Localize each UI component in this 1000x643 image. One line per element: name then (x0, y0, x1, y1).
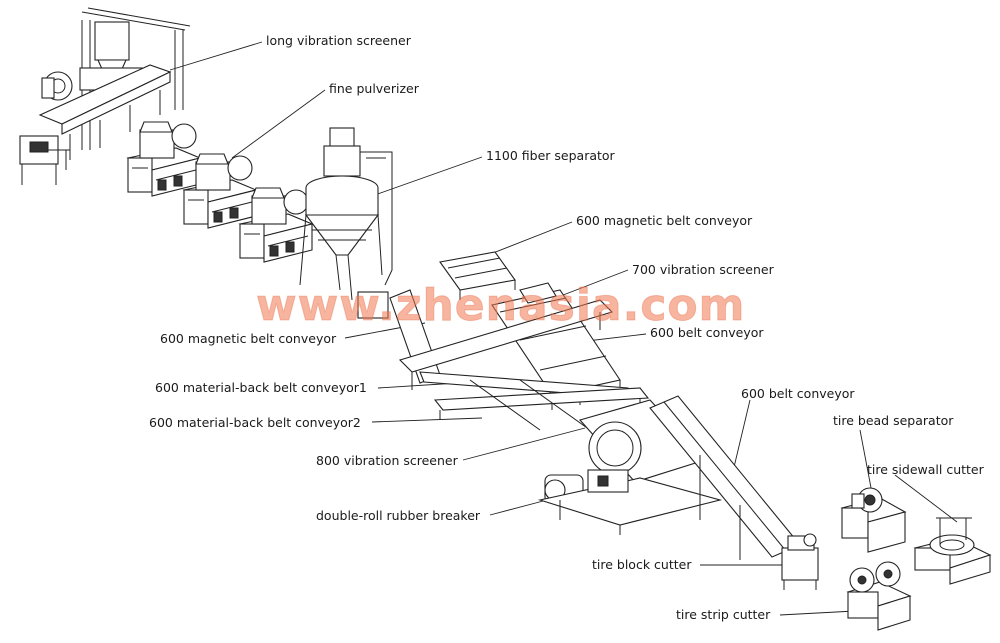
label-material-back-conveyor2: 600 material-back belt conveyor2 (149, 415, 361, 430)
label-fine-pulverizer: fine pulverizer (329, 81, 419, 96)
label-vibration-screener-700: 700 vibration screener (632, 262, 774, 277)
leader-lines (169, 41, 958, 616)
rubber-breaker-machine (537, 399, 723, 535)
label-double-roll-rubber-breaker: double-roll rubber breaker (316, 508, 481, 523)
label-tire-strip-cutter: tire strip cutter (676, 607, 771, 622)
label-fiber-separator: 1100 fiber separator (486, 148, 615, 163)
label-tire-bead-separator: tire bead separator (833, 413, 954, 428)
magnetic-belt-conveyor-top-machine (439, 251, 516, 300)
tire-sidewall-cutter-machine (913, 517, 992, 585)
watermark-text: www.zhenasia.com (255, 280, 746, 332)
label-vibration-screener-800: 800 vibration screener (316, 453, 458, 468)
tire-block-cutter-machine (781, 533, 819, 590)
label-magnetic-belt-conveyor-top: 600 magnetic belt conveyor (576, 213, 753, 228)
conveyor-cluster-machines (357, 289, 650, 431)
label-magnetic-belt-conveyor-left: 600 magnetic belt conveyor (160, 331, 337, 346)
vibration-screener-700-machine (491, 282, 621, 410)
tire-bead-separator-machine (840, 487, 907, 553)
label-tire-block-cutter: tire block cutter (592, 557, 692, 572)
label-long-vibration-screener: long vibration screener (266, 33, 411, 48)
fiber-separator-machine (299, 127, 393, 301)
label-material-back-conveyor1: 600 material-back belt conveyor1 (155, 380, 367, 395)
long-vibration-screener-machine (19, 7, 191, 185)
tire-strip-cutter-machine (846, 561, 912, 631)
fine-pulverizer-machines (126, 121, 314, 263)
label-tire-sidewall-cutter: tire sidewall cutter (867, 462, 984, 477)
belt-conveyor-right-machine (649, 395, 801, 560)
label-belt-conveyor-right: 600 belt conveyor (741, 386, 855, 401)
label-belt-conveyor-mid: 600 belt conveyor (650, 325, 764, 340)
